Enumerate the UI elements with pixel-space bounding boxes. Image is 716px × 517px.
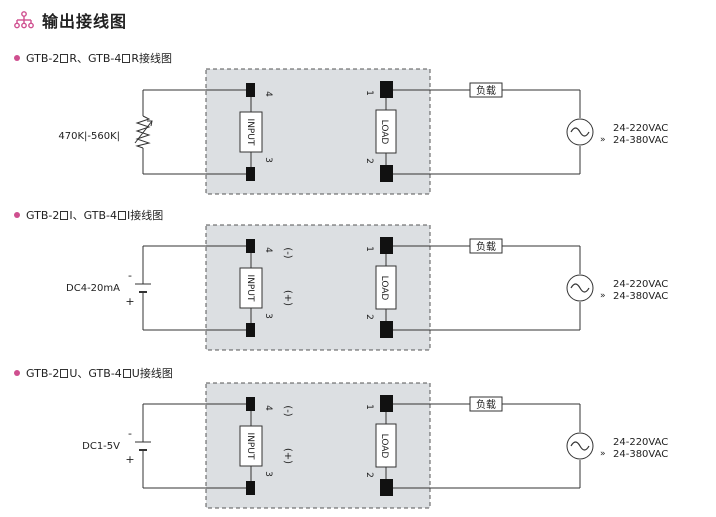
bullet-icon [14,212,20,218]
polarity-plus-label: (+) [282,448,293,464]
battery-minus-label: - [128,269,132,282]
terminal-1 [380,395,393,412]
voltage-mark: » [600,291,606,301]
page-title: 输出接线图 [42,12,128,31]
placeholder-box-icon [60,368,69,378]
terminal-3-label: 3 [263,313,273,319]
header: 输出接线图 [14,8,127,32]
terminal-4-label: 4 [263,405,273,411]
section-title-u: GTB-2 U、GTB-4 U接线图 [14,366,173,380]
terminal-1 [380,81,393,98]
terminal-4-label: 4 [263,91,273,97]
variable-arrow-icon [134,120,153,144]
terminal-1-label: 1 [364,404,374,410]
wiring-diagram: INPUT LOAD 4 3 1 2 (-) (+) 负载 » 24-220VAC24-380VAC… [82,382,668,509]
load-resistor-box [469,82,503,98]
source-label: 470K|-560K| [58,131,120,142]
voltage-2-label: 24-380VAC [613,135,668,146]
terminal-2 [380,321,393,338]
load-resistor-box [469,238,503,254]
source-label: DC1-5V [82,441,120,452]
wiring-diagram: INPUT LOAD 4 3 1 2 (-) (+) 负载 » 24-220VAC24-380VAC… [66,224,668,351]
terminal-1 [380,237,393,254]
terminal-3 [246,167,255,181]
voltage-2-label: 24-380VAC [613,291,668,302]
input-box [239,267,263,309]
placeholder-box-icon [122,368,131,378]
title-part: GTB-2 [26,51,60,65]
load-box [375,265,397,310]
terminal-4-label: 4 [263,247,273,253]
load-resistor-box [469,396,503,412]
polarity-minus-label: (-) [282,405,293,417]
terminal-1-label: 1 [364,90,374,96]
sine-wave-icon [570,283,590,293]
sine-wave-icon [570,127,590,137]
voltage-mark: » [600,449,606,459]
title-part: I、GTB-4 [69,209,117,222]
terminal-2-label: 2 [364,314,374,320]
voltage-1-label: 24-220VAC [613,123,668,134]
placeholder-box-icon [122,53,131,63]
terminal-3-label: 3 [263,157,273,163]
input-box [239,111,263,153]
battery-minus-label: - [128,427,132,440]
title-part: R、GTB-4 [69,52,122,65]
terminal-3 [246,323,255,337]
input-label: INPUT [245,119,255,146]
input-box [239,425,263,467]
load-box-label: 负载 [476,398,496,411]
terminal-4 [246,397,255,411]
network-icon [14,11,34,29]
load-box [375,423,397,468]
voltage-1-label: 24-220VAC [613,279,668,290]
placeholder-box-icon [117,210,126,220]
terminal-1-label: 1 [364,246,374,252]
load-box-label: 负载 [476,84,496,97]
battery-plus-label: + [125,295,134,308]
bullet-icon [14,55,20,61]
battery-plus-label: + [125,453,134,466]
voltage-mark: » [600,135,606,145]
title-part: U、GTB-4 [69,367,122,380]
placeholder-box-icon [60,53,69,63]
terminal-4 [246,239,255,253]
input-label: INPUT [245,275,255,302]
terminal-2-label: 2 [364,472,374,478]
load-label: LOAD [379,120,389,145]
title-part: GTB-2 [26,208,60,222]
terminal-2 [380,479,393,496]
polarity-plus-label: (+) [282,290,293,306]
input-label: INPUT [245,433,255,460]
load-box [375,109,397,154]
sine-wave-icon [570,441,590,451]
voltage-2-label: 24-380VAC [613,449,668,460]
load-box-label: 负载 [476,240,496,253]
section-title-i: GTB-2 I、GTB-4 I接线图 [14,208,163,222]
bullet-icon [14,370,20,376]
terminal-4 [246,83,255,97]
terminal-3 [246,481,255,495]
title-part: I接线图 [126,209,164,222]
terminal-2 [380,165,393,182]
title-part: GTB-2 [26,366,60,380]
title-part: R接线图 [131,52,173,65]
load-label: LOAD [379,434,389,459]
polarity-minus-label: (-) [282,247,293,259]
source-label: DC4-20mA [66,283,120,294]
title-part: U接线图 [131,367,173,380]
terminal-3-label: 3 [263,471,273,477]
arrow-head-icon [147,120,153,127]
section-title-r: GTB-2 R、GTB-4 R接线图 [14,51,172,65]
load-label: LOAD [379,276,389,301]
terminal-2-label: 2 [364,158,374,164]
placeholder-box-icon [60,210,69,220]
voltage-1-label: 24-220VAC [613,437,668,448]
